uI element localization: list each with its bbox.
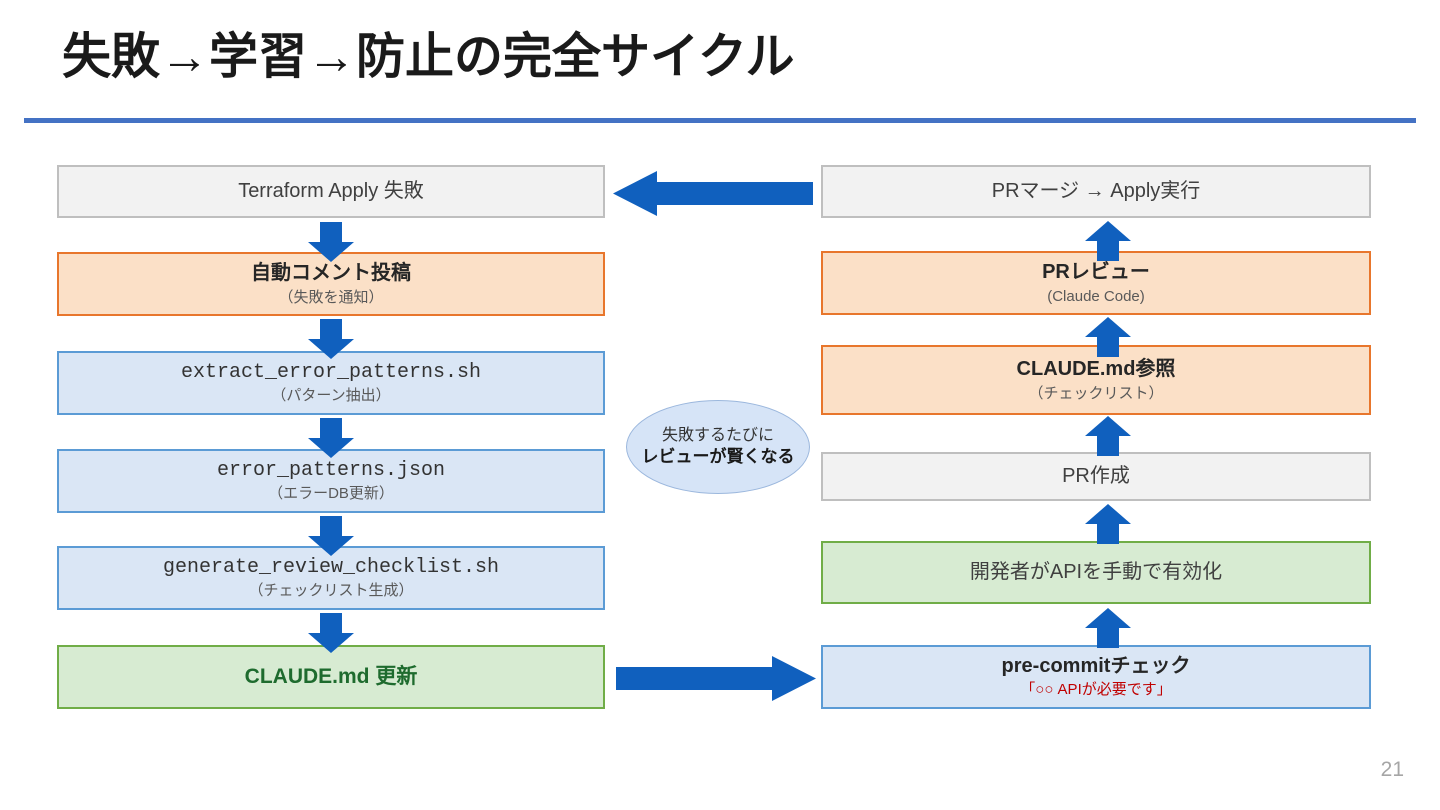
- arrow-up-icon: [1085, 221, 1131, 261]
- box-claude-md-update[interactable]: CLAUDE.md 更新: [57, 645, 605, 709]
- arrow-down-icon: [308, 516, 354, 556]
- box-sublabel: （失敗を通知）: [278, 288, 384, 306]
- box-developer-enable-api[interactable]: 開発者がAPIを手動で有効化: [821, 541, 1371, 604]
- arrow-down-icon: [308, 418, 354, 458]
- box-claude-md-reference[interactable]: CLAUDE.md参照 （チェックリスト）: [821, 345, 1371, 415]
- box-extract-error-patterns[interactable]: extract_error_patterns.sh （パターン抽出）: [57, 351, 605, 415]
- box-label: 自動コメント投稿: [251, 261, 411, 284]
- box-label: error_patterns.json: [216, 459, 446, 483]
- arrow-left-icon: [613, 171, 813, 216]
- box-label: PRマージ → Apply実行: [991, 180, 1201, 202]
- page-number: 21: [1380, 758, 1404, 781]
- page-title: 失敗→学習→防止の完全サイクル: [62, 30, 795, 84]
- box-terraform-apply-failure[interactable]: Terraform Apply 失敗: [57, 165, 605, 218]
- arrow-down-icon: [308, 319, 354, 359]
- arrow-right-icon: [616, 656, 816, 701]
- box-label: PR作成: [1062, 465, 1130, 487]
- box-sublabel: （パターン抽出）: [271, 387, 391, 405]
- arrow-up-icon: [1085, 608, 1131, 648]
- arrow-up-icon: [1085, 504, 1131, 544]
- box-auto-comment-post[interactable]: 自動コメント投稿 （失敗を通知）: [57, 252, 605, 316]
- box-label: 開発者がAPIを手動で有効化: [969, 561, 1223, 583]
- box-label: extract_error_patterns.sh: [180, 361, 482, 385]
- callout-line-1: 失敗するたびに: [661, 426, 774, 444]
- box-pre-commit-check[interactable]: pre-commitチェック 「○○ APIが必要です」: [821, 645, 1371, 709]
- box-label: Terraform Apply 失敗: [238, 180, 424, 202]
- box-label: CLAUDE.md参照: [1016, 357, 1176, 380]
- arrow-up-icon: [1085, 416, 1131, 456]
- box-pr-merge-apply-run[interactable]: PRマージ → Apply実行: [821, 165, 1371, 218]
- header-divider: [24, 118, 1416, 123]
- box-pr-create[interactable]: PR作成: [821, 452, 1371, 501]
- box-sublabel: (Claude Code): [1047, 287, 1145, 305]
- box-sublabel: （エラーDB更新）: [268, 485, 394, 503]
- box-label: PRレビュー: [1042, 260, 1150, 283]
- arrow-down-icon: [308, 222, 354, 262]
- box-generate-review-checklist[interactable]: generate_review_checklist.sh （チェックリスト生成）: [57, 546, 605, 610]
- arrow-up-icon: [1085, 317, 1131, 357]
- arrow-down-icon: [308, 613, 354, 653]
- box-sublabel: 「○○ APIが必要です」: [1020, 681, 1172, 699]
- box-sublabel: （チェックリスト）: [1028, 384, 1164, 402]
- center-callout: 失敗するたびに レビューが賢くなる: [626, 400, 810, 494]
- box-sublabel: （チェックリスト生成）: [248, 582, 414, 600]
- box-error-patterns-json[interactable]: error_patterns.json （エラーDB更新）: [57, 449, 605, 513]
- box-label: pre-commitチェック: [1001, 655, 1191, 678]
- box-label: generate_review_checklist.sh: [162, 556, 500, 580]
- box-pr-review[interactable]: PRレビュー (Claude Code): [821, 251, 1371, 315]
- callout-line-2: レビューが賢くなる: [641, 447, 795, 467]
- box-label: CLAUDE.md 更新: [244, 664, 418, 688]
